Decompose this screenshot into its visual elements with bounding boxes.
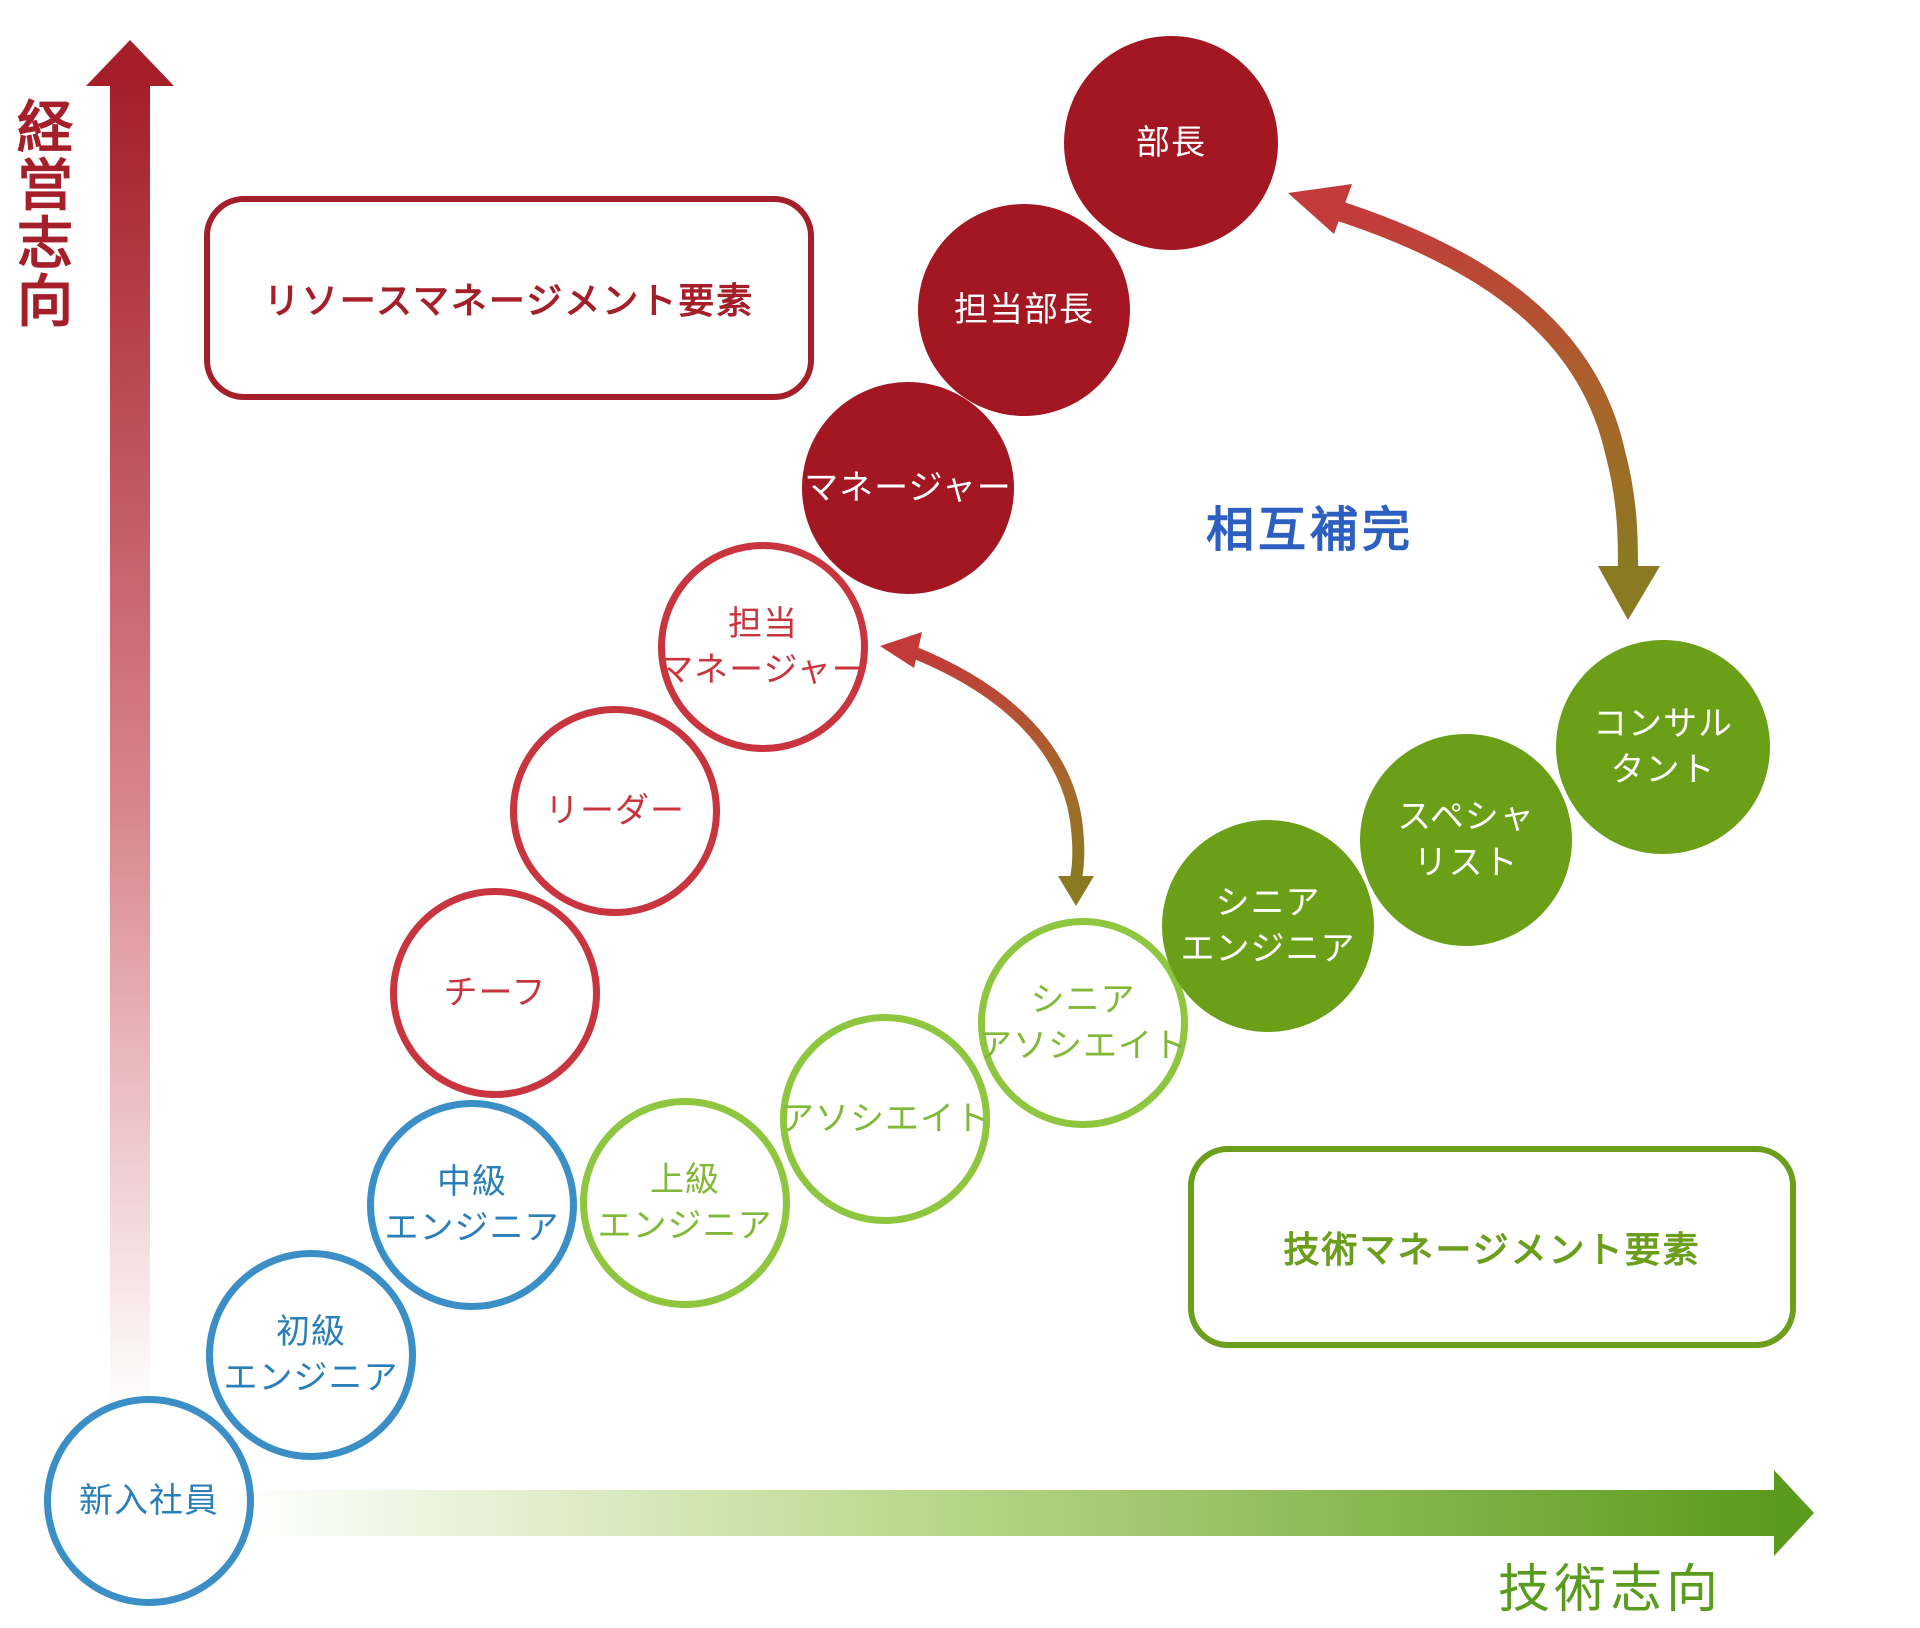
node-senior-engineer: シニア エンジニア (1162, 820, 1374, 1032)
resource-management-box: リソースマネージメント要素 (204, 196, 814, 400)
horizontal-axis-arrow (240, 1470, 1814, 1556)
node-specialist: スペシャ リスト (1360, 734, 1572, 946)
node-consultant: コンサル タント (1556, 640, 1770, 854)
node-junior-engineer: 初級 エンジニア (206, 1250, 416, 1460)
node-deputy-director: 担当部長 (918, 204, 1130, 416)
mutual-arrow-large (1288, 184, 1660, 620)
node-new-hire: 新入社員 (44, 1396, 254, 1606)
node-director: 部長 (1064, 36, 1278, 250)
node-assistant-manager: 担当 マネージャー (658, 542, 868, 752)
technical-management-box: 技術マネージメント要素 (1188, 1146, 1796, 1348)
node-manager: マネージャー (802, 382, 1014, 594)
node-senior-engineer-upper: 上級 エンジニア (580, 1098, 790, 1308)
technical-orientation-label: 技術志向 (1497, 1560, 1722, 1620)
node-associate: アソシエイト (780, 1014, 990, 1224)
mutual-arrow-small (880, 632, 1094, 906)
node-mid-engineer: 中級 エンジニア (367, 1100, 577, 1310)
node-chief: チーフ (390, 888, 600, 1098)
node-leader: リーダー (510, 706, 720, 916)
mutual-complement-label: 相互補完 (1205, 502, 1414, 558)
vertical-axis-arrow (86, 40, 174, 1410)
node-senior-associate: シニア アソシエイト (978, 918, 1188, 1128)
management-orientation-label: 経 営 志 向 (17, 96, 73, 335)
